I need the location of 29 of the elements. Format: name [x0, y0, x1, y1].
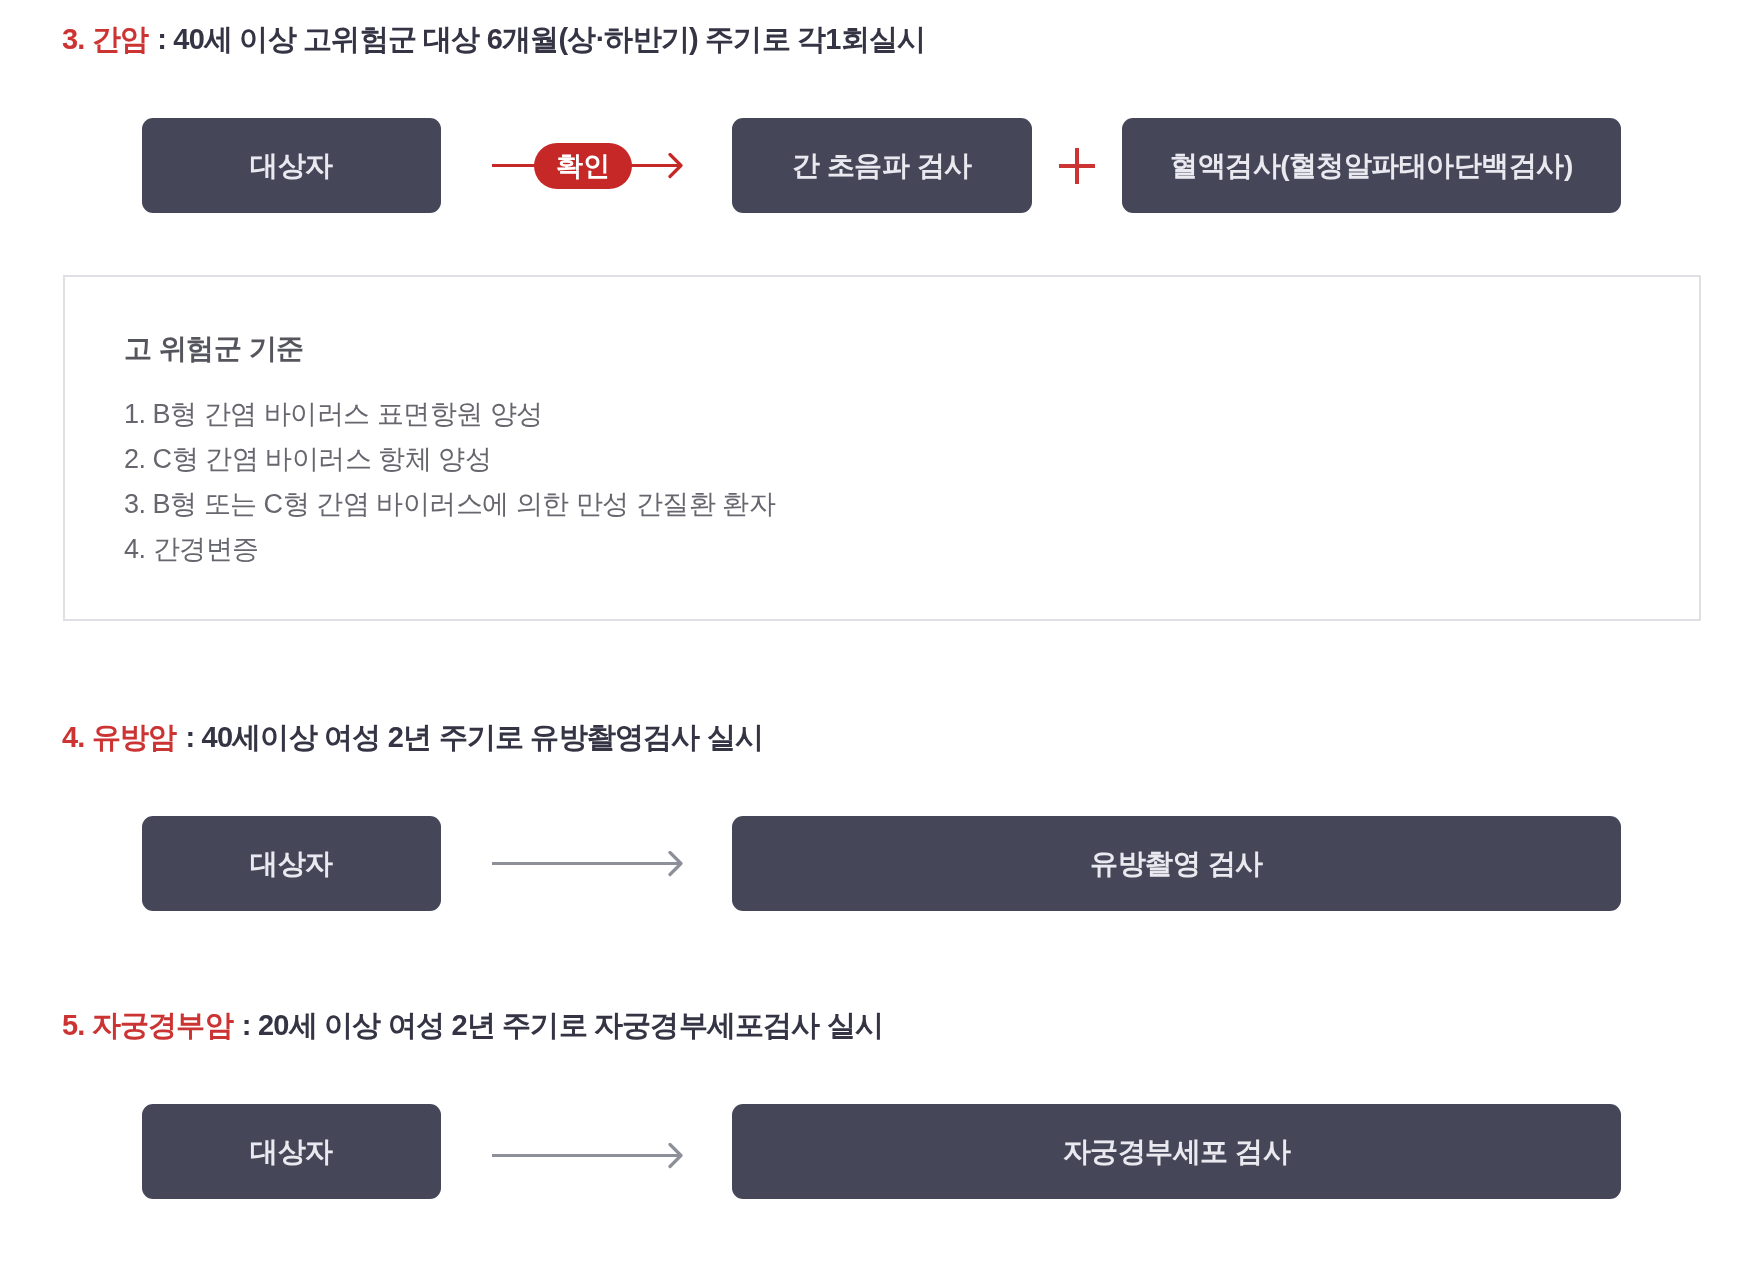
process-box — [142, 1104, 441, 1199]
screening-rule-text: : 40세 이상 고위험군 대상 6개월(상·하반기) 주기로 각1회실시 — [157, 22, 926, 57]
info-panel — [63, 275, 1701, 621]
criteria-item: 3. B형 또는 C형 간염 바이러스에 의한 만성 간질환 환자 — [124, 488, 776, 521]
cancer-type-heading: 3. 간암 — [62, 22, 149, 57]
step-label: 혈액검사(혈청알파태아단백검사) — [1170, 148, 1573, 183]
step-label: 자궁경부세포 검사 — [1062, 1134, 1291, 1169]
criteria-item: 2. C형 간염 바이러스 항체 양성 — [124, 443, 492, 476]
process-box — [142, 816, 441, 911]
screening-rule-text: : 20세 이상 여성 2년 주기로 자궁경부세포검사 실시 — [241, 1008, 884, 1043]
step-label: 대상자 — [250, 846, 333, 881]
step-label: 대상자 — [250, 1134, 333, 1169]
step-label: 유방촬영 검사 — [1090, 846, 1263, 881]
cancer-type-heading: 4. 유방암 — [62, 720, 177, 755]
process-box — [1122, 118, 1621, 213]
cancer-type-heading: 5. 자궁경부암 — [62, 1008, 233, 1043]
arrow — [492, 1142, 683, 1169]
step-label: 대상자 — [250, 148, 333, 183]
process-box — [732, 816, 1621, 911]
edge-label: 확인 — [533, 142, 632, 189]
criteria-item: 1. B형 간염 바이러스 표면항원 양성 — [124, 398, 543, 431]
process-box — [732, 118, 1032, 213]
criteria-item: 4. 간경변증 — [124, 533, 259, 566]
criteria-heading: 고 위험군 기준 — [124, 332, 304, 366]
screening-rule-text: : 40세이상 여성 2년 주기로 유방촬영검사 실시 — [185, 720, 764, 755]
step-label: 간 초음파 검사 — [792, 148, 972, 183]
process-box — [142, 118, 441, 213]
process-box — [732, 1104, 1621, 1199]
arrow — [492, 850, 683, 877]
